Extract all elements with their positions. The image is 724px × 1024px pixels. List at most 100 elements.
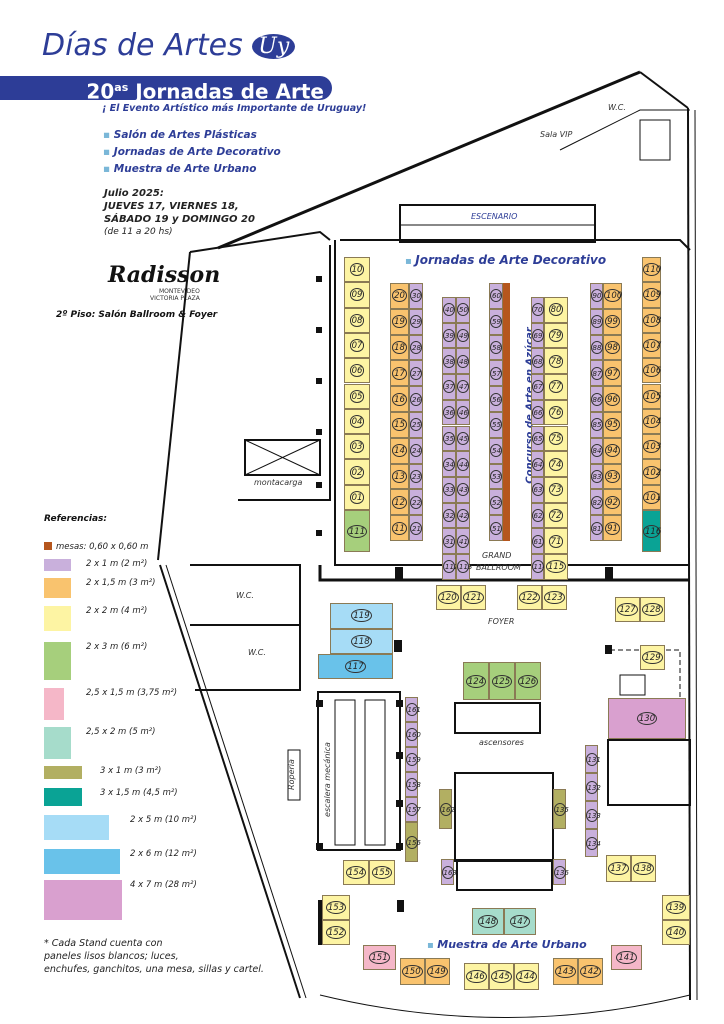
stand-64[interactable]: 64 bbox=[531, 451, 544, 477]
stand-101[interactable]: 101 bbox=[642, 484, 661, 510]
stand-17[interactable]: 17 bbox=[390, 360, 409, 387]
stand-61[interactable]: 61 bbox=[531, 528, 544, 554]
stand-62[interactable]: 62 bbox=[531, 502, 544, 529]
stand-115[interactable]: 115 bbox=[544, 554, 568, 580]
stand-109[interactable]: 109 bbox=[642, 282, 661, 308]
stand-29[interactable]: 29 bbox=[409, 308, 423, 335]
stand-12[interactable]: 12 bbox=[390, 489, 409, 516]
stand-140[interactable]: 140 bbox=[662, 920, 690, 945]
stand-148[interactable]: 148 bbox=[472, 908, 504, 935]
stand-128[interactable]: 128 bbox=[640, 597, 665, 622]
stand-37[interactable]: 37 bbox=[442, 374, 456, 400]
stand-58[interactable]: 58 bbox=[489, 334, 503, 361]
stand-132[interactable]: 132 bbox=[585, 773, 601, 801]
stand-102[interactable]: 102 bbox=[642, 459, 661, 485]
stand-113[interactable]: 113 bbox=[456, 554, 472, 580]
stand-28[interactable]: 28 bbox=[409, 334, 423, 361]
stand-52[interactable]: 52 bbox=[489, 489, 503, 516]
stand-96[interactable]: 96 bbox=[603, 386, 622, 412]
stand-90[interactable]: 90 bbox=[590, 283, 603, 309]
stand-51[interactable]: 51 bbox=[489, 515, 503, 541]
stand-152[interactable]: 152 bbox=[322, 920, 350, 945]
stand-56[interactable]: 56 bbox=[489, 386, 503, 412]
stand-67[interactable]: 67 bbox=[531, 374, 544, 400]
stand-119[interactable]: 119 bbox=[330, 603, 393, 629]
stand-111[interactable]: 111 bbox=[344, 510, 370, 552]
stand-142[interactable]: 142 bbox=[578, 958, 603, 985]
stand-145[interactable]: 145 bbox=[489, 963, 514, 990]
stand-21[interactable]: 21 bbox=[409, 515, 423, 541]
stand-123[interactable]: 123 bbox=[542, 585, 567, 610]
stand-05[interactable]: 05 bbox=[344, 383, 370, 409]
stand-137[interactable]: 137 bbox=[606, 855, 631, 882]
stand-70[interactable]: 70 bbox=[531, 297, 544, 323]
stand-103[interactable]: 103 bbox=[642, 434, 661, 460]
stand-55[interactable]: 55 bbox=[489, 412, 503, 438]
stand-149[interactable]: 149 bbox=[425, 958, 450, 985]
stand-156[interactable]: 156 bbox=[405, 822, 421, 862]
stand-144[interactable]: 144 bbox=[514, 963, 539, 990]
stand-89[interactable]: 89 bbox=[590, 308, 603, 335]
stand-46[interactable]: 46 bbox=[456, 399, 470, 426]
stand-120[interactable]: 120 bbox=[436, 585, 461, 610]
stand-131[interactable]: 131 bbox=[585, 745, 601, 773]
stand-15[interactable]: 15 bbox=[390, 412, 409, 438]
stand-127[interactable]: 127 bbox=[615, 597, 640, 622]
stand-23[interactable]: 23 bbox=[409, 463, 423, 490]
stand-75[interactable]: 75 bbox=[544, 425, 568, 452]
stand-139[interactable]: 139 bbox=[662, 895, 690, 920]
stand-36[interactable]: 36 bbox=[442, 399, 456, 426]
stand-44[interactable]: 44 bbox=[456, 451, 470, 477]
stand-18[interactable]: 18 bbox=[390, 334, 409, 361]
stand-162[interactable]: 162 bbox=[439, 789, 455, 829]
stand-78[interactable]: 78 bbox=[544, 348, 568, 375]
stand-158[interactable]: 158 bbox=[405, 772, 421, 797]
stand-38[interactable]: 38 bbox=[442, 348, 456, 375]
stand-22[interactable]: 22 bbox=[409, 489, 423, 516]
stand-07[interactable]: 07 bbox=[344, 332, 370, 359]
stand-14[interactable]: 14 bbox=[390, 437, 409, 464]
stand-09[interactable]: 09 bbox=[344, 282, 370, 308]
stand-50[interactable]: 50 bbox=[456, 297, 470, 323]
stand-110[interactable]: 110 bbox=[642, 257, 661, 283]
stand-122[interactable]: 122 bbox=[517, 585, 542, 610]
stand-117[interactable]: 117 bbox=[318, 654, 393, 679]
stand-133[interactable]: 133 bbox=[585, 801, 601, 829]
stand-42[interactable]: 42 bbox=[456, 502, 470, 529]
stand-20[interactable]: 20 bbox=[390, 283, 409, 309]
stand-79[interactable]: 79 bbox=[544, 322, 568, 349]
stand-155[interactable]: 155 bbox=[369, 860, 395, 885]
stand-40[interactable]: 40 bbox=[442, 297, 456, 323]
stand-124[interactable]: 124 bbox=[463, 662, 489, 700]
stand-02[interactable]: 02 bbox=[344, 459, 370, 485]
stand-76[interactable]: 76 bbox=[544, 399, 568, 426]
stand-06[interactable]: 06 bbox=[344, 358, 370, 384]
stand-114[interactable]: 114 bbox=[531, 554, 547, 580]
stand-63[interactable]: 63 bbox=[531, 476, 544, 503]
stand-106[interactable]: 106 bbox=[642, 358, 661, 384]
stand-11[interactable]: 11 bbox=[390, 515, 409, 541]
stand-74[interactable]: 74 bbox=[544, 451, 568, 477]
stand-98[interactable]: 98 bbox=[603, 334, 622, 361]
stand-93[interactable]: 93 bbox=[603, 463, 622, 490]
stand-80[interactable]: 80 bbox=[544, 297, 568, 323]
stand-81[interactable]: 81 bbox=[590, 515, 603, 541]
stand-47[interactable]: 47 bbox=[456, 374, 470, 400]
stand-136[interactable]: 136 bbox=[553, 859, 569, 885]
stand-25[interactable]: 25 bbox=[409, 412, 423, 438]
stand-121[interactable]: 121 bbox=[461, 585, 486, 610]
stand-107[interactable]: 107 bbox=[642, 332, 661, 359]
stand-126[interactable]: 126 bbox=[515, 662, 541, 700]
stand-94[interactable]: 94 bbox=[603, 437, 622, 464]
stand-91[interactable]: 91 bbox=[603, 515, 622, 541]
stand-65[interactable]: 65 bbox=[531, 425, 544, 452]
stand-32[interactable]: 32 bbox=[442, 502, 456, 529]
stand-39[interactable]: 39 bbox=[442, 322, 456, 349]
stand-24[interactable]: 24 bbox=[409, 437, 423, 464]
stand-143[interactable]: 143 bbox=[553, 958, 578, 985]
stand-13[interactable]: 13 bbox=[390, 463, 409, 490]
stand-99[interactable]: 99 bbox=[603, 308, 622, 335]
stand-03[interactable]: 03 bbox=[344, 434, 370, 460]
stand-100[interactable]: 100 bbox=[603, 283, 622, 309]
stand-95[interactable]: 95 bbox=[603, 412, 622, 438]
